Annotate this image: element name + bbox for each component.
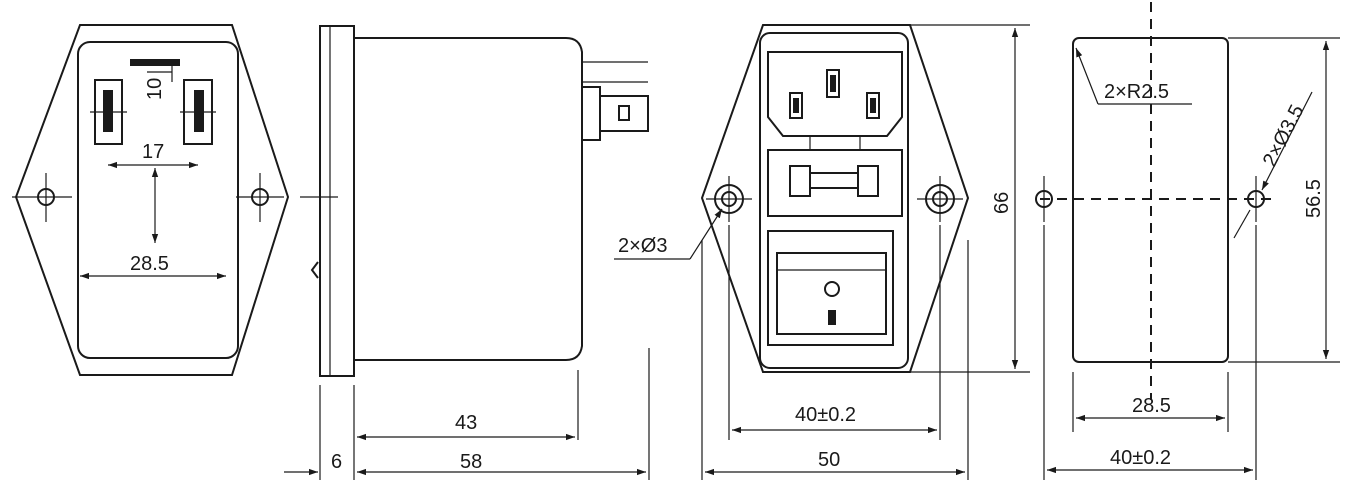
front-earth-pin <box>130 59 180 66</box>
panel-view: 2×Ø3 66 40±0.2 50 <box>614 24 1030 480</box>
dim-body-depth: 43 <box>455 412 477 434</box>
dim-pin-spacing: 17 <box>142 141 164 163</box>
side-terminal-base <box>581 86 601 141</box>
front-view: 10 17 28.5 <box>12 24 290 376</box>
panel-left-hole <box>706 176 752 222</box>
dim-width-50: 50 <box>818 449 840 471</box>
front-body-rect <box>77 41 239 359</box>
dim-mount-holes: 2×Ø3 <box>618 235 667 257</box>
dim-height-56-5: 56.5 <box>1303 179 1325 218</box>
side-terminal-tab <box>599 95 649 132</box>
dim-height-66: 66 <box>991 192 1013 214</box>
dim-total-depth: 58 <box>460 451 482 473</box>
rocker-switch-frame <box>767 230 894 346</box>
front-left-hole <box>12 173 72 222</box>
panel-body-rect <box>759 32 909 369</box>
iec-inlet <box>767 51 903 137</box>
dim-flange: 6 <box>331 451 342 473</box>
side-view: 43 6 58 <box>284 25 650 480</box>
cutout-view: 2×R2.5 2×Ø3.5 56.5 28.5 40±0.2 <box>1035 2 1340 480</box>
side-body <box>354 37 583 361</box>
front-right-pin <box>180 79 216 145</box>
dim-hole-spacing: 28.5 <box>130 253 169 275</box>
dim-cutout-width: 28.5 <box>1132 395 1171 417</box>
front-right-hole <box>236 173 284 222</box>
panel-right-hole <box>917 176 963 222</box>
rocker-switch <box>776 252 887 335</box>
fuse-holder <box>767 149 903 217</box>
dim-hole-pitch: 40±0.2 <box>795 404 856 426</box>
front-left-pin <box>90 79 127 145</box>
cutout-left-hole <box>1035 176 1053 222</box>
dim-pin-gap: 10 <box>144 78 166 100</box>
side-flange <box>319 25 355 377</box>
dim-corner-radius: 2×R2.5 <box>1104 81 1169 103</box>
dim-cutout-hole-pitch: 40±0.2 <box>1110 447 1171 469</box>
front-flange-outline <box>14 24 290 376</box>
cutout-right-hole <box>1247 176 1265 222</box>
dim-holes: 2×Ø3.5 <box>1259 101 1309 170</box>
